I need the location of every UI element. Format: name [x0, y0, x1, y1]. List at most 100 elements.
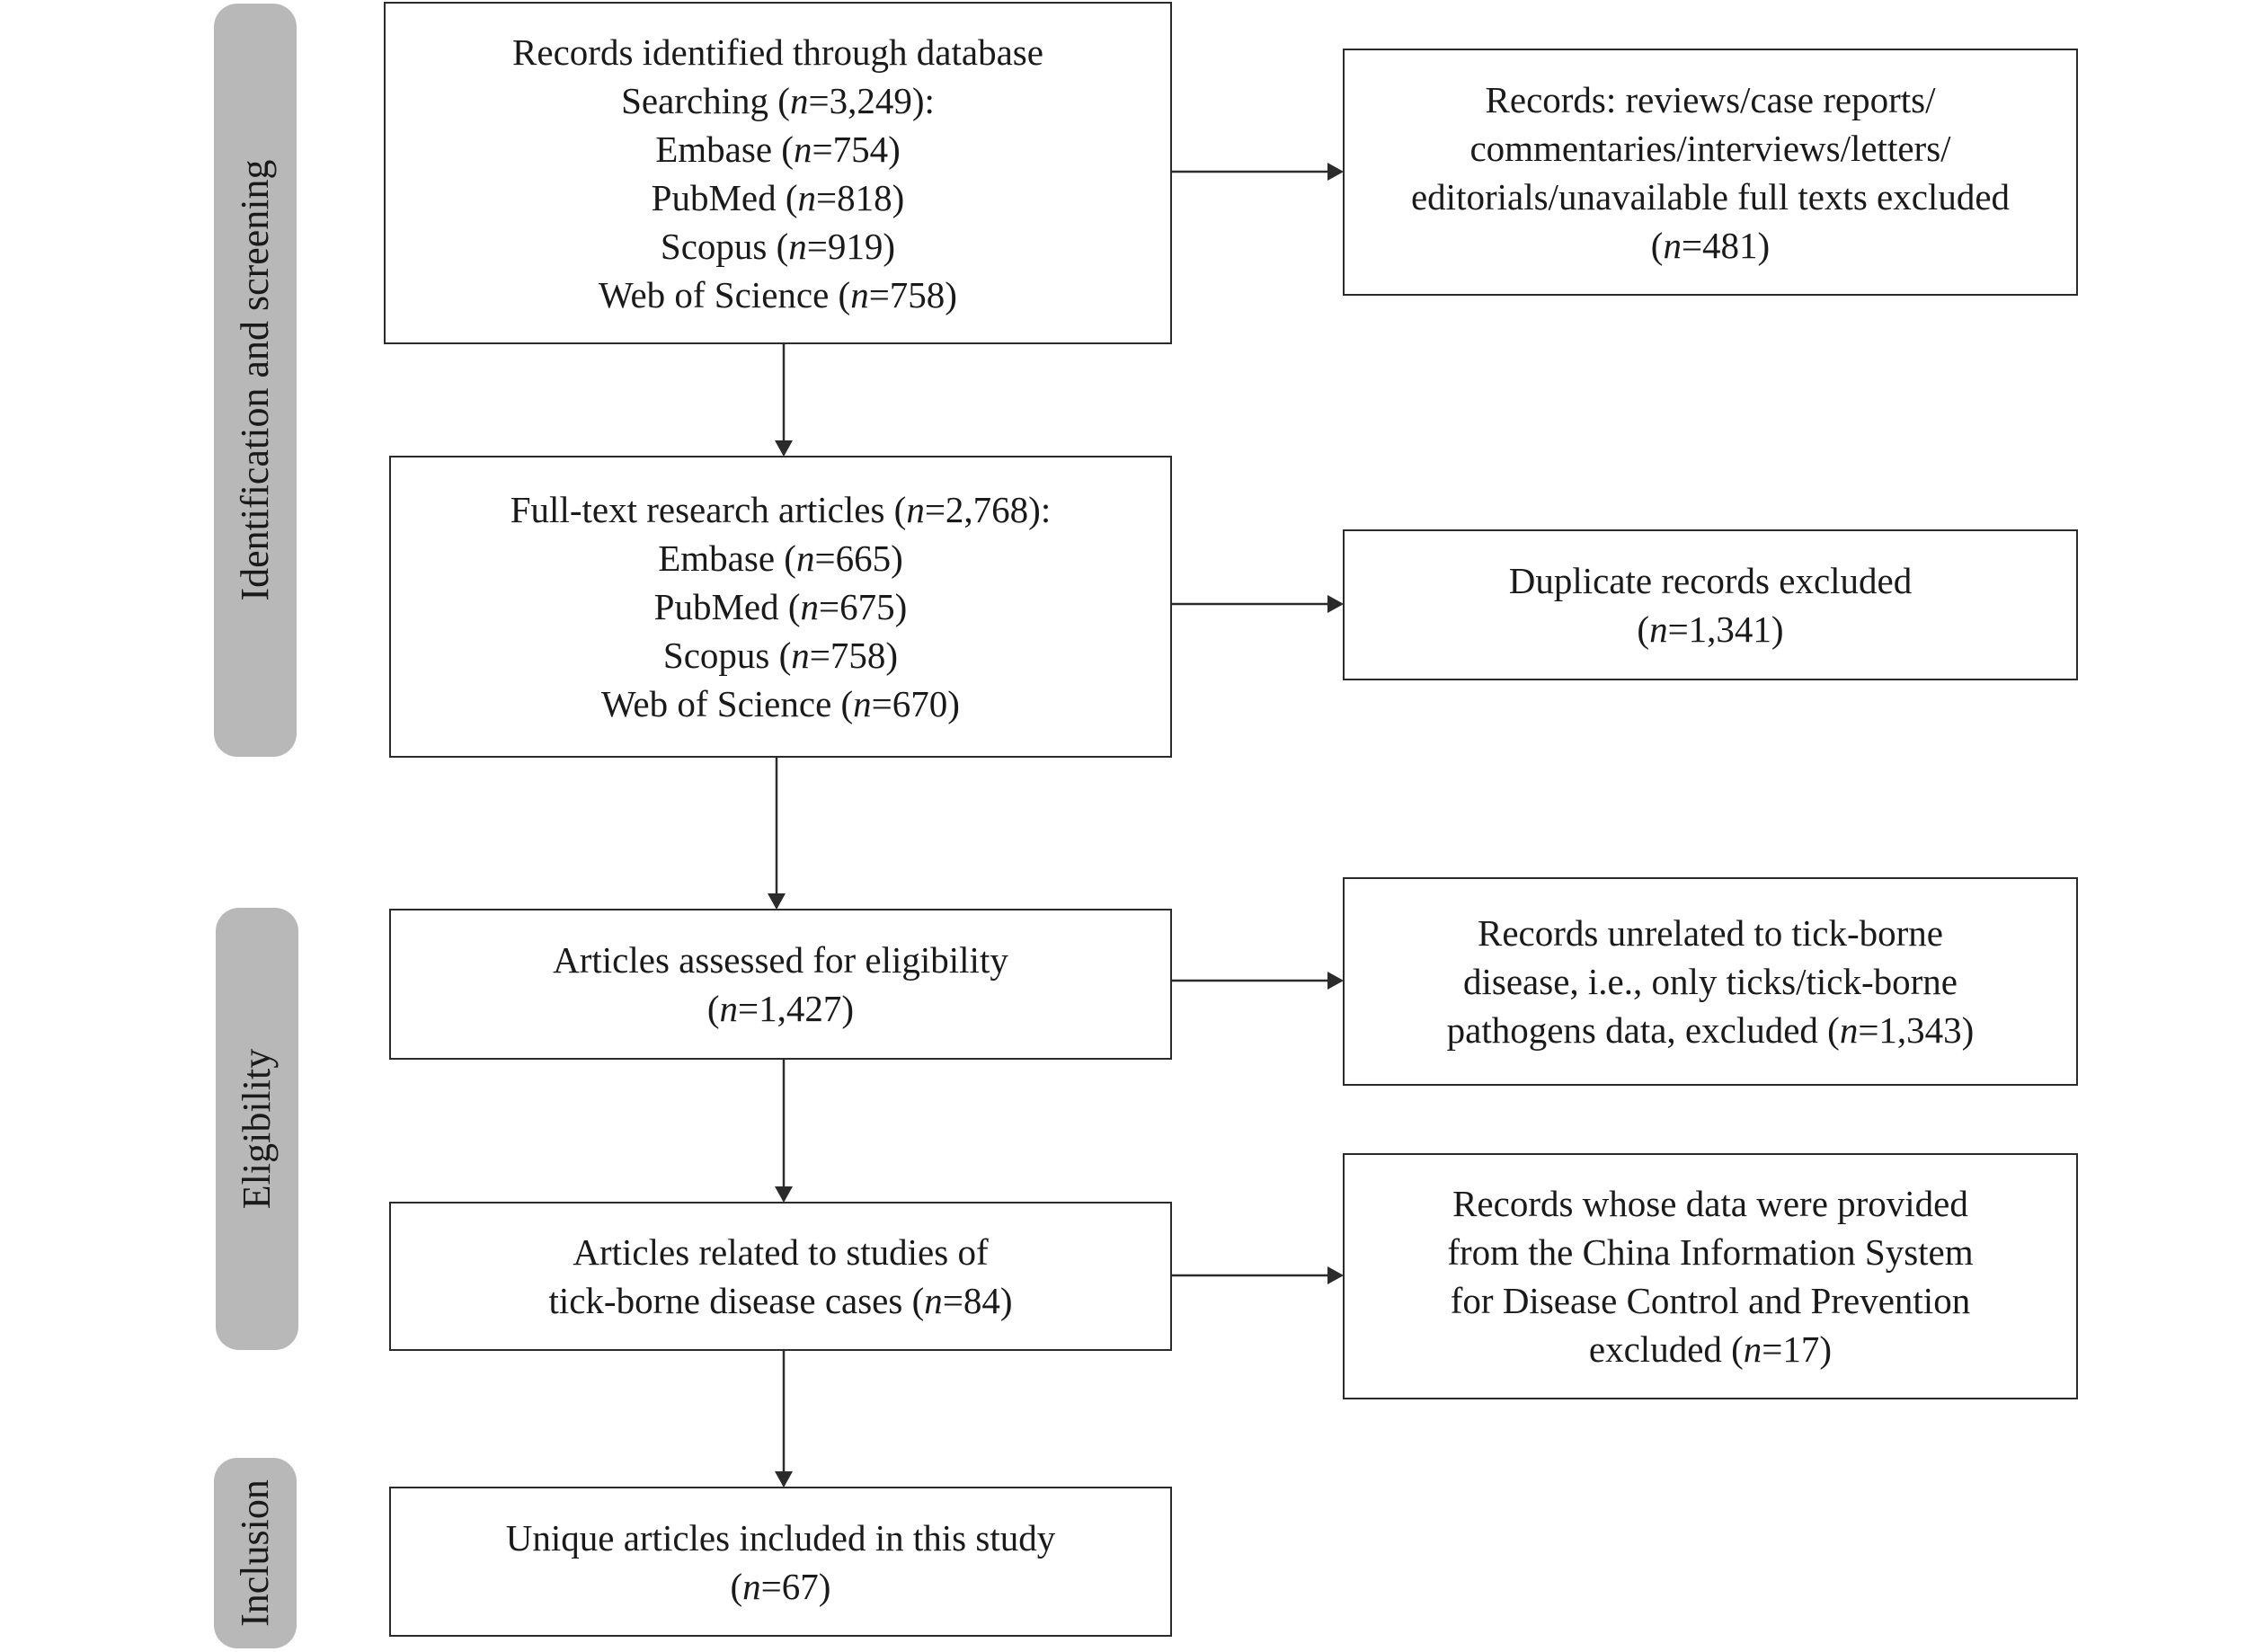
- n-symbol: n: [1743, 1328, 1762, 1370]
- line-text: Duplicate records excluded: [1508, 560, 1913, 601]
- line-text: (: [706, 988, 720, 1029]
- n-symbol: n: [800, 586, 820, 627]
- arrowhead-assessed-to-unrelated: [1327, 972, 1344, 990]
- line-text: Web of Science (: [599, 273, 851, 315]
- line-text: disease, i.e., only ticks/tick-borne: [1463, 961, 1958, 1002]
- arrowhead-related-to-unique: [775, 1471, 793, 1488]
- count-value: =481): [1681, 224, 1771, 266]
- box-text-line: Articles assessed for eligibility: [553, 936, 1008, 984]
- box-text-line: commentaries/interviews/letters/: [1411, 124, 2010, 173]
- count-value: =670): [871, 683, 960, 724]
- box-assessed-eligibility-text: Articles assessed for eligibility(n=1,42…: [553, 936, 1008, 1033]
- line-text: Articles assessed for eligibility: [553, 939, 1008, 981]
- box-text-line: Full-text research articles (n=2,768):: [511, 485, 1051, 534]
- box-unrelated-excluded-text: Records unrelated to tick-borne disease, …: [1447, 909, 1975, 1054]
- line-text: Embase (: [655, 128, 794, 170]
- n-symbol: n: [1649, 608, 1668, 650]
- count-value: =1,341): [1667, 608, 1784, 650]
- box-text-line: editorials/unavailable full texts exclud…: [1411, 173, 2010, 221]
- box-text-line: Embase (n=754): [512, 125, 1043, 173]
- box-text-line: (n=481): [1411, 221, 2010, 270]
- box-text-line: (n=1,341): [1509, 605, 1913, 653]
- line-text: PubMed (: [651, 176, 798, 218]
- stage-inclusion-label: Inclusion: [233, 1479, 277, 1627]
- n-symbol: n: [788, 225, 807, 267]
- box-text-line: (n=67): [506, 1562, 1055, 1611]
- box-text-line: Records whose data were provided: [1447, 1179, 1973, 1228]
- n-symbol: n: [791, 635, 810, 676]
- count-value: =1,343): [1858, 1009, 1975, 1051]
- box-text-line: PubMed (n=818): [512, 173, 1043, 222]
- n-symbol: n: [906, 489, 925, 530]
- line-text: Records unrelated to tick-borne: [1477, 912, 1943, 954]
- count-value: =919): [806, 225, 896, 267]
- line-text: Records: reviews/case reports/: [1485, 78, 1936, 120]
- n-symbol: n: [853, 683, 872, 724]
- line-text: Searching (: [621, 79, 790, 121]
- count-value: =665): [814, 537, 903, 579]
- box-text-line: Articles related to studies of: [548, 1228, 1012, 1276]
- box-text-line: tick-borne disease cases (n=84): [548, 1276, 1012, 1325]
- line-text: pathogens data, excluded (: [1446, 1009, 1840, 1051]
- count-value: =758): [868, 273, 957, 315]
- n-symbol: n: [789, 79, 809, 121]
- stage-identification-screening: Identification and screening: [214, 4, 297, 757]
- box-unique-included: Unique articles included in this study(n…: [389, 1487, 1172, 1637]
- box-text-line: Searching (n=3,249):: [512, 76, 1043, 125]
- box-text-line: Duplicate records excluded: [1509, 556, 1913, 605]
- box-reviews-excluded: Records: reviews/case reports/commentari…: [1343, 49, 2078, 296]
- box-unrelated-excluded: Records unrelated to tick-borne disease, …: [1343, 877, 2078, 1086]
- arrowhead-related-to-china: [1327, 1266, 1344, 1284]
- n-symbol: n: [797, 176, 817, 218]
- n-symbol: n: [795, 537, 815, 579]
- line-text: Unique articles included in this study: [505, 1516, 1056, 1559]
- arrowhead-assessed-to-related: [775, 1186, 793, 1203]
- line-text: Embase (: [658, 537, 796, 579]
- box-text-line: excluded (n=17): [1447, 1325, 1973, 1373]
- line-text: commentaries/interviews/letters/: [1469, 127, 1951, 169]
- box-text-line: for Disease Control and Prevention: [1447, 1276, 1973, 1325]
- box-china-system-excluded-text: Records whose data were provided from the…: [1447, 1179, 1973, 1373]
- line-text: excluded (: [1588, 1328, 1744, 1370]
- stage-inclusion: Inclusion: [214, 1458, 297, 1648]
- n-symbol: n: [742, 1565, 761, 1607]
- line-text: from the China Information System: [1447, 1231, 1974, 1273]
- count-value: =84): [942, 1280, 1013, 1321]
- box-china-system-excluded: Records whose data were provided from the…: [1343, 1153, 2078, 1399]
- line-text: (: [1650, 224, 1664, 266]
- line-text: Web of Science (: [601, 683, 854, 724]
- box-duplicates-excluded-text: Duplicate records excluded(n=1,341): [1509, 556, 1913, 653]
- line-text: Articles related to studies of: [573, 1231, 989, 1273]
- box-text-line: disease, i.e., only ticks/tick-borne: [1447, 957, 1975, 1006]
- line-text: Scopus (: [660, 225, 789, 267]
- n-symbol: n: [924, 1280, 943, 1321]
- box-unique-included-text: Unique articles included in this study(n…: [506, 1514, 1055, 1611]
- box-text-line: Records unrelated to tick-borne: [1447, 909, 1975, 957]
- box-text-line: from the China Information System: [1447, 1228, 1973, 1276]
- count-value: =1,427): [738, 988, 855, 1029]
- box-text-line: pathogens data, excluded (n=1,343): [1447, 1006, 1975, 1054]
- count-value: =3,249):: [808, 79, 935, 121]
- n-symbol: n: [793, 128, 812, 170]
- line-text: for Disease Control and Prevention: [1450, 1280, 1971, 1321]
- line-text: PubMed (: [653, 586, 801, 627]
- stage-eligibility: Eligibility: [216, 908, 298, 1350]
- box-text-line: Records identified through database: [512, 28, 1043, 76]
- count-value: =754): [812, 128, 901, 170]
- arrowhead-fulltext-to-duplicates: [1327, 595, 1344, 613]
- line-text: Records whose data were provided: [1452, 1183, 1968, 1224]
- count-value: =675): [819, 586, 908, 627]
- arrowhead-fulltext-to-assessed: [768, 893, 786, 910]
- box-text-line: Unique articles included in this study: [506, 1514, 1055, 1562]
- count-value: =818): [816, 176, 905, 218]
- count-value: =67): [760, 1565, 831, 1607]
- line-text: Full-text research articles (: [510, 489, 907, 530]
- count-value: =17): [1762, 1328, 1833, 1370]
- line-text: Scopus (: [662, 635, 792, 676]
- box-text-line: Embase (n=665): [511, 534, 1051, 582]
- box-duplicates-excluded: Duplicate records excluded(n=1,341): [1343, 529, 2078, 680]
- box-text-line: Scopus (n=919): [512, 222, 1043, 271]
